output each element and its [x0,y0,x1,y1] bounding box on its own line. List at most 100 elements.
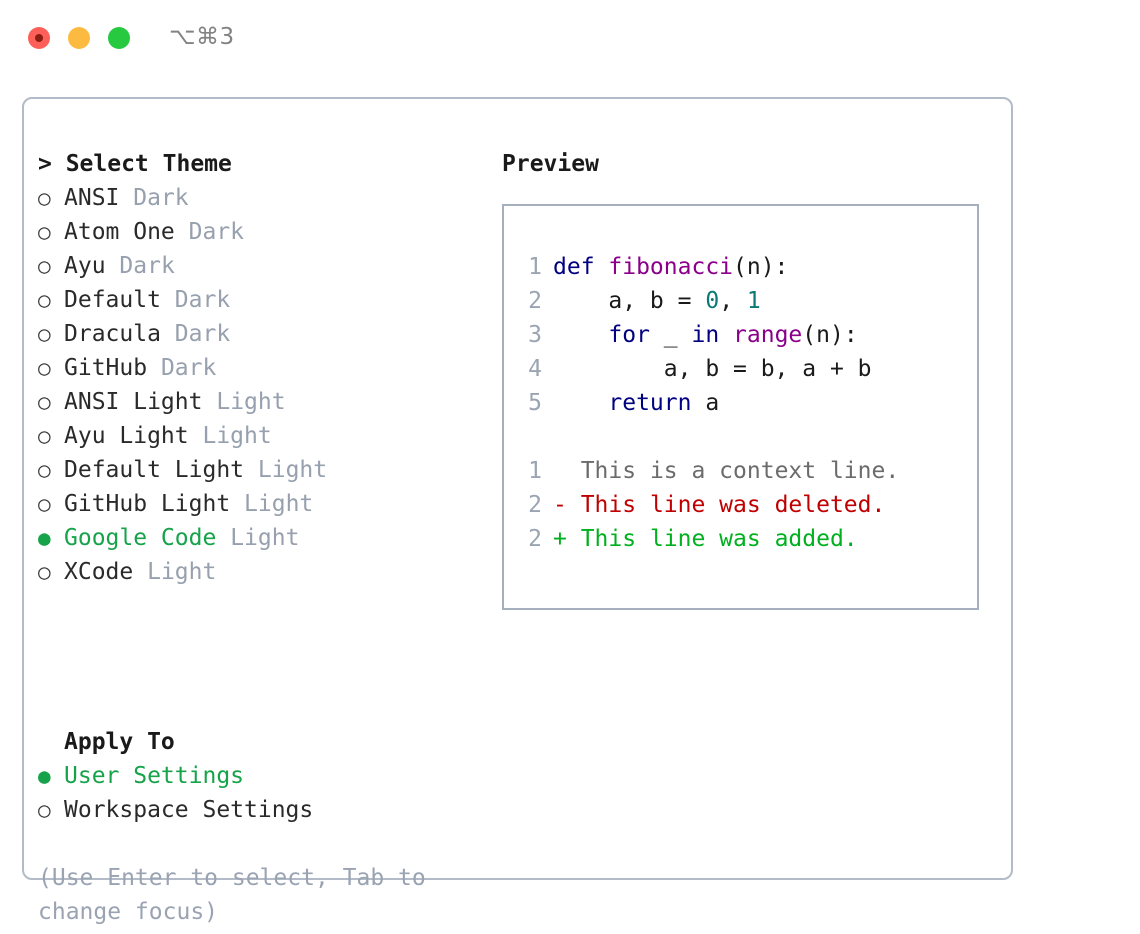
theme-option-default-light[interactable]: ○Default Light Light [38,453,468,487]
radio-unselected-icon: ○ [38,560,51,584]
theme-option-github[interactable]: ○ GitHub Dark [38,351,468,385]
apply-to-option-workspace-settings[interactable]: ○ Workspace Settings [38,793,468,827]
code-token-fn: fibonacci [608,254,734,280]
theme-option-label: GitHub Light [64,491,231,517]
theme-option-label: ANSI [64,185,120,211]
code-token-txt: _ [649,322,692,348]
theme-option-ayu[interactable]: ○ Ayu Dark [38,249,468,283]
theme-option-tag: Light [202,423,272,449]
radio-unselected-icon: ○ [38,798,51,822]
apply-to-panel: Apply To ●User Settings○Workspace Settin… [38,725,468,827]
radio-unselected-icon: ○ [38,322,51,346]
code-line-number: 1 [528,254,542,280]
radio-selected-icon: ● [38,764,51,788]
code-token-kw: def [553,254,609,280]
diff-line-add: 2 + This line was added. [514,522,971,556]
code-token-txt: a, b = [553,288,706,314]
code-token-txt: , [719,288,747,314]
keyboard-help-text: (Use Enter to select, Tab to change focu… [38,865,440,925]
spacer [216,525,230,551]
theme-option-default[interactable]: ○Default Dark [38,283,468,317]
theme-option-label: Dracula [64,321,161,347]
radio-selected-icon: ● [38,526,51,550]
radio-unselected-icon: ○ [38,424,51,448]
theme-option-tag: Light [147,559,217,585]
theme-option-tag: Dark [119,253,175,279]
theme-options-list: ○ANSI Dark○Atom One Dark○Ayu Dark○Defaul… [38,181,468,589]
theme-option-label: Google Code [64,525,217,551]
diff-line-number: 1 [528,458,542,484]
spacer [202,389,216,415]
theme-option-ayu-light[interactable]: ○ Ayu Light Light [38,419,468,453]
radio-unselected-icon: ○ [38,186,51,210]
radio-unselected-icon: ○ [38,356,51,380]
theme-option-tag: Light [230,525,300,551]
theme-option-label: ANSI Light [64,389,203,415]
minimize-window-button[interactable] [68,27,90,49]
theme-option-ansi-light[interactable]: ○ ANSI Light Light [38,385,468,419]
code-token-kw: return [608,390,692,416]
theme-option-tag: Dark [188,219,245,245]
preview-panel: Preview [502,147,1002,181]
code-token-num: 1 [746,288,761,314]
diff-line-text: This is a context line. [566,458,900,484]
theme-option-atom-one[interactable]: ○ Atom One Dark [38,215,468,249]
radio-unselected-icon: ○ [38,390,51,414]
radio-unselected-icon: ○ [38,458,51,482]
diff-marker [553,458,567,484]
apply-to-option-label: Workspace Settings [64,797,314,823]
maximize-window-button[interactable] [108,27,130,49]
theme-option-label: GitHub [64,355,148,381]
spacer [189,423,203,449]
code-token-txt [553,390,608,416]
code-line: 5 return a [514,386,971,420]
theme-option-dracula[interactable]: ○Dracula Dark [38,317,468,351]
apply-to-option-label: User Settings [64,763,245,789]
code-line: 4 a, b = b, a + b [514,352,971,386]
diff-marker: + [553,526,567,552]
theme-option-tag: Dark [160,355,217,381]
apply-to-options-list: ● User Settings ○ Workspace Settings [38,759,468,827]
code-line: 3 for _ in range(n): [514,318,971,352]
code-line: 2 a, b = 0, 1 [514,284,971,318]
diff-line-number: 2 [528,526,542,552]
theme-option-xcode[interactable]: ○XCode Light [38,555,468,589]
spacer [244,457,258,483]
code-token-txt: a, b = b, a + b [553,356,872,382]
apply-to-option-user-settings[interactable]: ● User Settings [38,759,468,793]
radio-unselected-icon: ○ [38,492,51,516]
theme-option-label: Atom One [64,219,175,245]
theme-option-label: Ayu Light [64,423,189,449]
theme-option-label: Ayu [64,253,106,279]
code-token-txt [719,322,733,348]
theme-option-tag: Light [257,457,328,483]
code-token-txt: (n): [802,322,858,348]
code-line-number: 2 [528,288,542,314]
theme-option-tag: Dark [133,185,189,211]
code-token-kw: in [691,322,720,348]
spacer [175,219,189,245]
theme-option-tag: Dark [174,287,231,313]
diff-line-text: This line was added. [566,526,858,552]
theme-option-google-code[interactable]: ● Google Code Light [38,521,468,555]
spacer [161,321,175,347]
theme-option-github-light[interactable]: ○ GitHub Light Light [38,487,468,521]
spacer [106,253,120,279]
radio-unselected-icon: ○ [38,220,51,244]
keyboard-shortcut-hint: ⌥⌘3 [169,24,235,50]
spacer [133,559,147,585]
theme-selection-dialog: > Select Theme ○ANSI Dark○Atom One Dark○… [22,97,1013,925]
theme-option-tag: Light [216,389,286,415]
theme-option-tag: Light [244,491,314,517]
code-token-fn: range [733,322,803,348]
radio-unselected-icon: ○ [38,254,51,278]
select-theme-header: > Select Theme [38,151,232,177]
close-window-button[interactable] [28,27,50,49]
code-token-kw: for [608,322,650,348]
spacer [119,185,133,211]
theme-option-ansi[interactable]: ○ ANSI Dark [38,181,468,215]
